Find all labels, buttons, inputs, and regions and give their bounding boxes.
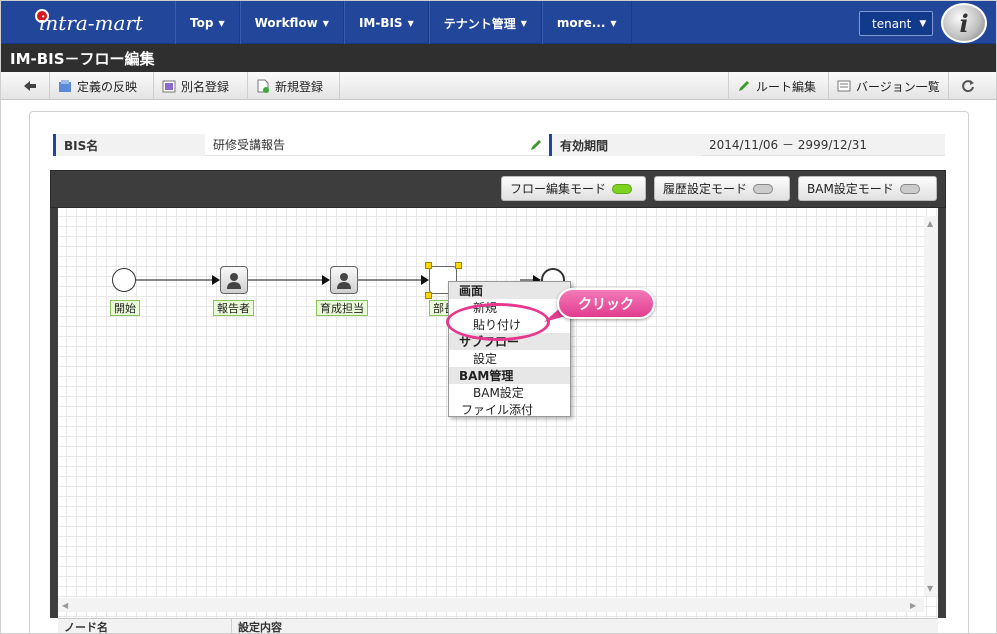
nav-item-workflow[interactable]: Workflow ▼ [239,1,344,45]
refresh-icon [961,80,974,93]
tenant-select[interactable]: tenant ▼ [859,11,933,36]
scroll-up-icon[interactable]: ▲ [927,219,934,228]
page-title: IM-BIS－フロー編集 [10,49,155,68]
top-navbar: intra-mart Top ▼ Workflow ▼ IM-BIS ▼ テナント管理… [0,0,997,45]
column-settings: 設定内容 [238,620,282,634]
list-icon [837,80,851,92]
nav-item-label: more... [556,16,606,30]
history-mode-button[interactable]: 履歴設定モード [654,176,790,201]
bis-name-label: BIS名 [53,134,205,156]
apply-definition-label: 定義の反映 [77,79,138,94]
highlight-ring [446,303,550,341]
scroll-down-icon[interactable]: ▼ [927,584,934,593]
caret-down-icon: ▼ [919,18,927,29]
page-title-bar: IM-BIS－フロー編集 [0,44,997,72]
icon-letter: i [959,8,969,38]
reporter-node-label: 報告者 [213,300,254,316]
bam-mode-label: BAM設定モード [807,182,894,196]
mode-active-indicator [612,183,633,194]
logo-text: intra-mart [39,11,144,35]
nav-item-top[interactable]: Top ▼ [175,1,240,45]
nav-item-more[interactable]: more... ▼ [541,1,632,45]
route-edit-button[interactable]: ルート編集 [728,72,828,100]
menu-item-settings[interactable]: 設定 [473,352,498,366]
scroll-left-icon[interactable]: ◀ [62,601,69,610]
refresh-button[interactable] [948,72,986,100]
back-button[interactable] [10,72,50,100]
mode-bar: フロー編集モード 履歴設定モード BAM設定モード [50,170,946,208]
scroll-right-icon[interactable]: ▶ [910,601,917,610]
menu-item-attach-file[interactable]: ファイル添付 [461,403,534,417]
user-icon [227,273,241,289]
valid-period-label: 有効期間 [549,134,701,156]
menu-item-bam-settings[interactable]: BAM設定 [473,386,524,400]
start-node-label: 開始 [110,300,140,316]
mode-inactive-indicator [899,183,920,194]
selection-handle[interactable] [425,262,432,269]
bis-name-value: 研修受講報告 [213,138,286,152]
nav-item-label: テナント管理 [443,16,516,31]
history-mode-label: 履歴設定モード [663,182,748,196]
click-callout: クリック [557,288,655,319]
pencil-icon [739,81,749,91]
selection-handle[interactable] [425,292,432,299]
trainer-node[interactable] [330,266,358,294]
flow-canvas[interactable] [50,208,946,618]
intra-mart-user-icon[interactable]: i [941,3,987,43]
mode-inactive-indicator [753,183,774,194]
info-row: BIS名 研修受講報告 有効期間 2014/11/06 － 2999/12/31 [53,134,945,156]
user-icon [337,273,351,289]
column-node-name: ノード名 [58,619,232,634]
route-edit-label: ルート編集 [756,79,817,94]
apply-definition-button[interactable]: 定義の反映 [50,72,154,100]
nav-item-tenant-admin[interactable]: テナント管理 ▼ [428,1,542,45]
menu-header-screen: 画面 [449,282,570,299]
new-register-label: 新規登録 [275,79,324,94]
new-register-button[interactable]: 新規登録 [248,72,340,100]
node-table-header: ノード名 設定内容 [58,618,938,634]
flow-edit-mode-label: フロー編集モード [510,182,607,196]
logo-dot-icon [35,9,49,23]
nav-item-label: IM-BIS [358,16,403,30]
bis-name-value-cell: 研修受講報告 [205,134,549,156]
caret-down-icon: ▼ [520,18,527,28]
context-menu: 画面 新規 貼り付け サブフロー 設定 BAM管理 BAM設定 ファイル添付 [448,281,571,417]
trainer-node-label: 育成担当 [316,300,368,316]
vertical-scrollbar[interactable]: ▲ ▼ [924,216,938,596]
tenant-label: tenant [872,16,912,31]
bam-mode-button[interactable]: BAM設定モード [798,176,937,201]
reporter-node[interactable] [220,266,248,294]
alias-register-button[interactable]: 別名登録 [154,72,248,100]
caret-down-icon: ▼ [610,18,617,28]
caret-down-icon: ▼ [407,18,414,28]
horizontal-scrollbar[interactable]: ◀ ▶ [58,598,924,612]
nav-item-im-bis[interactable]: IM-BIS ▼ [343,1,429,45]
edit-pencil-icon[interactable] [529,138,543,152]
arrow-left-icon [23,81,36,91]
menu-header-bam: BAM管理 [449,367,570,384]
version-list-label: バージョン一覧 [856,79,940,94]
version-list-button[interactable]: バージョン一覧 [828,72,948,100]
nav-item-label: Workflow [254,16,318,30]
caret-down-icon: ▼ [322,18,329,28]
alias-register-label: 別名登録 [181,79,230,94]
valid-period-value: 2014/11/06 － 2999/12/31 [701,134,945,156]
start-node[interactable] [112,268,136,292]
apply-definition-icon [59,80,71,92]
toolbar: 定義の反映 別名登録 新規登録 ルート編集 バージョン一覧 [0,72,997,100]
flow-edit-mode-button[interactable]: フロー編集モード [501,176,646,201]
caret-down-icon: ▼ [218,18,225,28]
selection-handle[interactable] [455,262,462,269]
nav-item-label: Top [190,16,214,30]
new-document-icon [257,79,269,93]
intra-mart-logo[interactable]: intra-mart [35,9,165,37]
alias-register-icon [162,80,176,93]
